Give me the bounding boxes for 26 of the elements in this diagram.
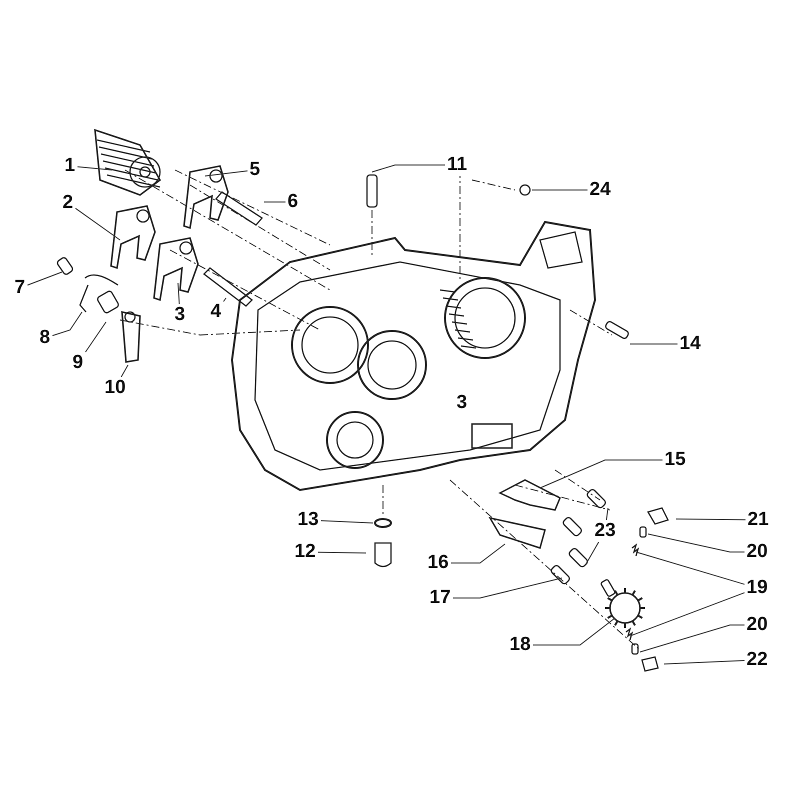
leader-line: [223, 298, 226, 302]
leader-line: [320, 520, 374, 524]
leader-line: [120, 364, 128, 378]
leader-line: [532, 618, 616, 646]
leader-line: [540, 460, 663, 488]
callout-number: 23: [592, 520, 618, 542]
leader-line: [636, 552, 745, 585]
leader-line: [450, 544, 506, 564]
leader-line: [75, 208, 120, 240]
leader-line: [640, 624, 745, 652]
leader-line: [27, 272, 62, 286]
leader-line: [77, 166, 112, 170]
leader-line: [664, 660, 745, 664]
leader-line: [648, 534, 745, 552]
leader-line: [372, 164, 446, 172]
leader-line: [676, 518, 746, 520]
leader-line: [630, 592, 745, 636]
leader-line: [452, 578, 562, 598]
leader-line: [178, 282, 180, 304]
leader-line: [85, 322, 106, 352]
leader-line: [204, 170, 248, 176]
callout-number: 11: [445, 154, 470, 176]
leader-line: [586, 542, 600, 564]
leader-line: [317, 552, 366, 554]
leader-line: [52, 312, 82, 336]
leader-line: [606, 508, 608, 520]
